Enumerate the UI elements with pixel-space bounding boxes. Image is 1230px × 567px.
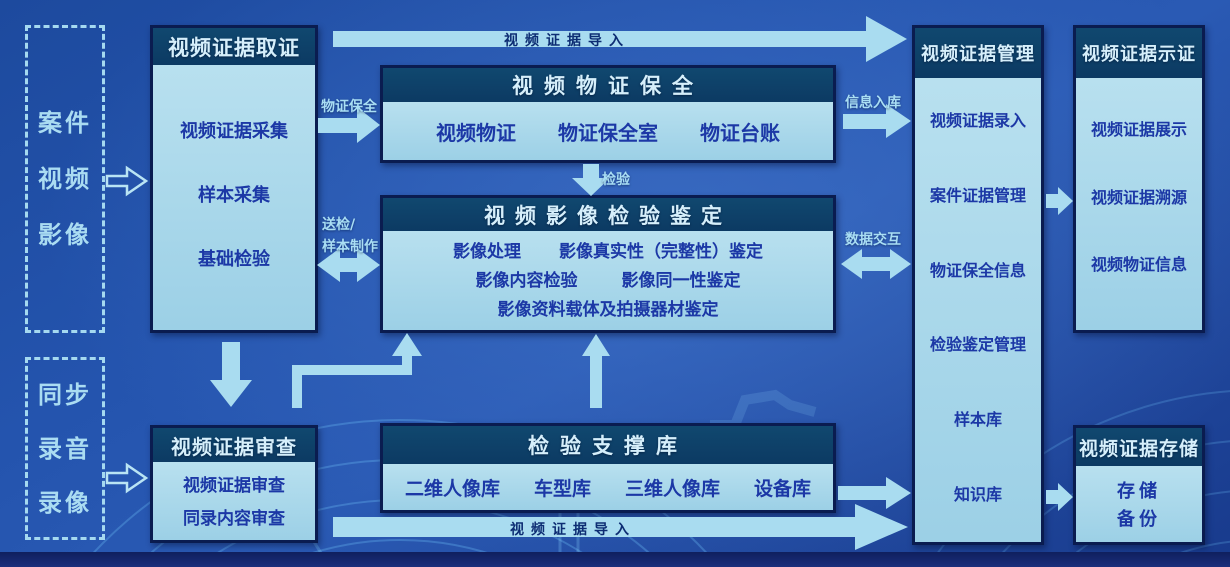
input-sync-audio-video: 同步 录音 录像 xyxy=(25,357,105,540)
box-evidence-management: 视频证据管理 视频证据录入 案件证据管理 物证保全信息 检验鉴定管理 样本库 知… xyxy=(912,25,1044,545)
box-item: 视频物证信息 xyxy=(1090,255,1187,274)
box-item: 影像内容检验 xyxy=(475,271,578,291)
examination-row: 影像处理 影像真实性（完整性）鉴定 xyxy=(453,237,763,262)
box-item: 三维人像库 xyxy=(625,477,721,500)
arrow-support-to-examination xyxy=(582,334,610,408)
box-title: 视频物证保全 xyxy=(383,68,833,102)
arrow-input-to-forensics-hollow xyxy=(105,165,149,197)
arrow-label-info-storage: 信息入库 xyxy=(845,95,901,111)
box-title: 视频证据示证 xyxy=(1076,28,1202,78)
arrow-management-to-storage xyxy=(1046,483,1073,511)
box-item: 物证台账 xyxy=(700,120,780,145)
box-title: 视频证据审查 xyxy=(153,428,315,462)
box-title: 视频证据存储 xyxy=(1076,428,1202,466)
arrow-forensics-to-review xyxy=(210,342,252,407)
box-title: 检验支撑库 xyxy=(383,426,833,464)
box-item: 知识库 xyxy=(953,484,1002,504)
input-line: 同步 xyxy=(38,380,92,409)
bottom-strip xyxy=(0,552,1230,567)
arrow-input-to-review-hollow xyxy=(105,462,149,494)
arrow-data-exchange-bidirectional xyxy=(841,249,911,279)
examination-row: 影像内容检验 影像同一性鉴定 xyxy=(476,266,741,291)
arrow-label-send-inspect: 送检/ xyxy=(322,217,356,233)
box-image-examination: 视频影像检验鉴定 影像处理 影像真实性（完整性）鉴定 影像内容检验 影像同一性鉴… xyxy=(380,195,836,333)
box-item: 同录内容审查 xyxy=(183,509,285,529)
box-title: 视频证据取证 xyxy=(153,28,315,65)
box-item: 影像资料载体及拍摄器材鉴定 xyxy=(497,300,719,320)
input-line: 案件 xyxy=(38,109,92,137)
input-line: 视频 xyxy=(38,165,92,193)
box-video-evidence-forensics: 视频证据取证 视频证据采集 样本采集 基础检验 xyxy=(150,25,318,333)
input-line: 录音 xyxy=(38,434,92,463)
box-evidence-presentation: 视频证据示证 视频证据展示 视频证据溯源 视频物证信息 xyxy=(1073,25,1205,333)
arrow-management-to-presentation xyxy=(1046,187,1073,215)
box-item: 存储 xyxy=(1117,481,1161,502)
box-item: 样本库 xyxy=(953,410,1002,430)
input-line: 影像 xyxy=(38,221,92,249)
arrow-label-data-exchange: 数据交互 xyxy=(845,232,901,248)
box-item: 物证保全信息 xyxy=(929,260,1026,280)
examination-row: 影像资料载体及拍摄器材鉴定 xyxy=(498,295,719,320)
box-item: 检验鉴定管理 xyxy=(929,335,1026,355)
box-evidence-review: 视频证据审查 视频证据审查 同录内容审查 xyxy=(150,425,318,543)
box-item: 备份 xyxy=(1117,509,1161,530)
box-item: 视频物证 xyxy=(436,120,516,145)
box-item: 物证保全室 xyxy=(558,120,658,145)
input-line: 录像 xyxy=(38,488,92,517)
box-item: 影像处理 xyxy=(453,242,521,262)
box-examination-support-library: 检验支撑库 二维人像库 车型库 三维人像库 设备库 xyxy=(380,423,836,513)
box-title: 视频证据管理 xyxy=(915,28,1041,78)
arrow-review-to-examination-elbow xyxy=(292,333,422,408)
arrow-label-sample-making: 样本制作 xyxy=(322,239,378,255)
box-evidence-storage: 视频证据存储 存储 备份 xyxy=(1073,425,1205,545)
box-item: 视频证据录入 xyxy=(929,111,1026,130)
box-item: 样本采集 xyxy=(198,185,270,206)
arrow-label-inspect: 检验 xyxy=(602,172,630,188)
arrow-label-top-import: 视频证据导入 xyxy=(504,33,630,49)
box-item: 基础检验 xyxy=(198,249,270,270)
box-item: 视频证据溯源 xyxy=(1090,187,1187,207)
arrow-support-to-management xyxy=(838,477,911,509)
arrow-label-bottom-import: 视频证据导入 xyxy=(510,522,636,538)
box-item: 视频证据审查 xyxy=(183,476,285,496)
box-item: 视频证据采集 xyxy=(180,121,288,142)
box-evidence-preservation: 视频物证保全 视频物证 物证保全室 物证台账 xyxy=(380,65,836,163)
box-item: 影像同一性鉴定 xyxy=(621,271,741,291)
box-item: 设备库 xyxy=(754,477,812,500)
gear-decoration xyxy=(710,389,817,430)
box-item: 二维人像库 xyxy=(404,477,500,500)
box-item: 车型库 xyxy=(533,477,591,500)
arrow-label-evidence-preserve: 物证保全 xyxy=(321,99,377,115)
box-title: 视频影像检验鉴定 xyxy=(383,198,833,231)
box-item: 视频证据展示 xyxy=(1090,120,1187,139)
input-case-video-image: 案件 视频 影像 xyxy=(25,25,105,333)
box-item: 影像真实性（完整性）鉴定 xyxy=(559,242,763,262)
box-item: 案件证据管理 xyxy=(929,185,1026,205)
